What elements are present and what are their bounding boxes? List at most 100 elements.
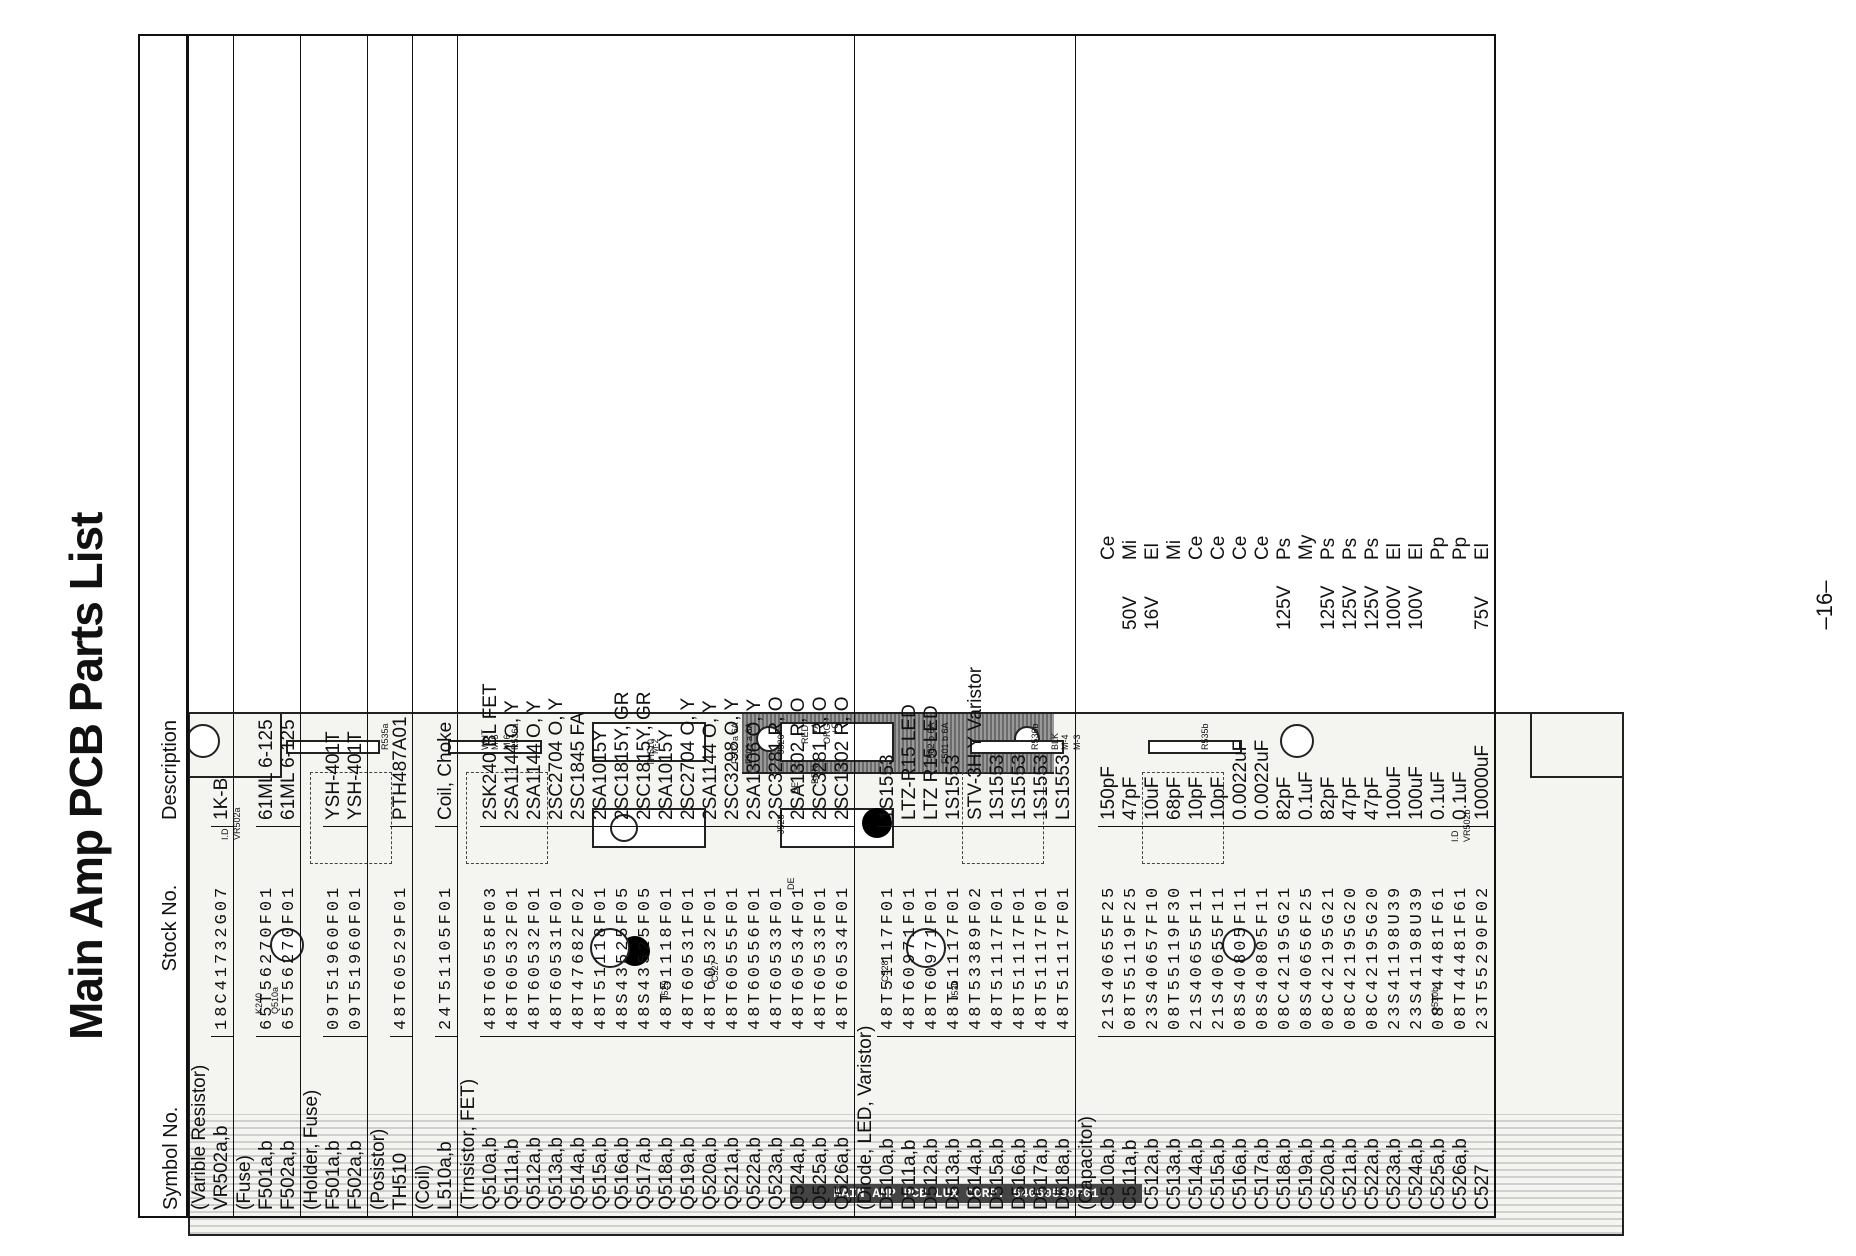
voltage-rating <box>1009 560 1031 630</box>
symbol-cell: C526a,b <box>1450 1036 1472 1216</box>
description-value: 1S1553 <box>943 754 964 820</box>
voltage-rating <box>1230 560 1252 630</box>
stock-cell: 48T60533F01 <box>810 826 832 1036</box>
description-value: 47pF <box>1362 776 1383 820</box>
component-type <box>1031 520 1053 560</box>
group-label: (Fuse) <box>234 1155 255 1210</box>
voltage-rating <box>1164 560 1186 630</box>
group-header-row: (Varible Resistor) <box>188 36 211 1216</box>
symbol-cell: D512a,b <box>921 1036 943 1216</box>
description-value: 68pF <box>1164 776 1185 820</box>
stock-cell: 48T60971F01 <box>921 826 943 1036</box>
stock-cell: 65T56270F01 <box>278 826 300 1036</box>
stock-cell: 48T53389F02 <box>965 826 987 1036</box>
description-value: 2SA1144 O, Y <box>700 700 721 820</box>
stock-cell: 48T47682F02 <box>568 826 590 1036</box>
component-type <box>211 520 233 560</box>
heat-sink-outline <box>962 772 1044 864</box>
description-cell: 1S1553 <box>1009 36 1031 826</box>
description-cell: LTZ R15 LED <box>921 36 943 826</box>
voltage-rating <box>1296 560 1318 630</box>
symbol-cell: D510a,b <box>877 1036 899 1216</box>
stock-cell: 08S40805F11 <box>1230 826 1252 1036</box>
symbol-cell: D511a,b <box>899 1036 921 1216</box>
symbol-cell: C521a,b <box>1340 1036 1362 1216</box>
description-cell: 2SC3298 O, Y <box>722 36 744 826</box>
stock-cell: 08C42195G21 <box>1274 826 1296 1036</box>
stock-cell: 23S40657F10 <box>1142 826 1164 1036</box>
stock-cell: 48T60533F01 <box>766 826 788 1036</box>
group-header-row: (Posistor) <box>367 36 390 1216</box>
stock-cell: 24T51105F01 <box>435 826 457 1036</box>
voltage-rating <box>211 560 233 630</box>
group-header-row: (Holder, Fuse) <box>300 36 323 1216</box>
pcb-silkscreen: MAIN AMP PCB LUX CORP. 64060530F01 <box>790 1184 1142 1203</box>
voltage-rating: 50V <box>1120 596 1141 630</box>
voltage-rating <box>278 560 300 630</box>
voltage-rating <box>524 560 546 630</box>
symbol-cell: Q514a,b <box>568 1036 590 1216</box>
description-value: LTZ R15 LED <box>921 705 942 820</box>
page-title: Main Amp PCB Parts List <box>60 512 112 1040</box>
component-type <box>943 520 965 560</box>
symbol-cell: Q510a,b <box>480 1036 502 1216</box>
resistor-bar <box>448 740 542 754</box>
voltage-rating: 125V <box>1362 585 1383 630</box>
description-value: 2SA1015Y <box>656 729 677 820</box>
symbol-cell: C518a,b <box>1274 1036 1296 1216</box>
resistor-bar <box>286 740 380 754</box>
component-type <box>480 520 502 560</box>
heat-sink-outline <box>310 772 392 864</box>
group-label: (Capacitor) <box>1076 1116 1097 1210</box>
description-value: 2SC1302 R, O <box>832 696 853 820</box>
description-cell: 2SA1015Y <box>590 36 612 826</box>
voltage-rating: 100V <box>1384 585 1405 630</box>
component-type <box>788 520 810 560</box>
description-cell: 0.1uF My <box>1296 36 1318 826</box>
voltage-rating <box>256 560 278 630</box>
component-type: El <box>1406 543 1427 560</box>
group-header-row: (Capacitor) <box>1075 36 1098 1216</box>
stock-cell: 48T51118F01 <box>590 826 612 1036</box>
description-value: 1S1553 <box>987 754 1008 820</box>
component-type <box>987 520 1009 560</box>
component-type <box>678 520 700 560</box>
voltage-rating <box>722 560 744 630</box>
component-type <box>390 520 412 560</box>
description-value: 2SA1015Y <box>590 729 611 820</box>
stock-cell: 08C42195G20 <box>1362 826 1384 1036</box>
stock-cell: 23S41198U39 <box>1384 826 1406 1036</box>
symbol-cell: D514a,b <box>965 1036 987 1216</box>
component-type: My <box>1296 534 1317 560</box>
pcb-layout-diagram: MAIN AMP PCB LUX CORP. 64060530F01 I.D V… <box>188 712 1624 1236</box>
description-cell: 2SA1015Y <box>656 36 678 826</box>
symbol-cell: C522a,b <box>1362 1036 1384 1216</box>
voltage-rating <box>568 560 590 630</box>
description-cell: 2SC1302 R, O <box>832 36 854 826</box>
symbol-cell: Q515a,b <box>590 1036 612 1216</box>
component-type <box>700 520 722 560</box>
stock-cell: 48T51117F01 <box>1053 826 1075 1036</box>
component-type <box>766 520 788 560</box>
description-value: 1S1553 <box>877 754 898 820</box>
voltage-rating <box>634 560 656 630</box>
description-value: 0.1uF <box>1296 771 1317 820</box>
component-type: Ps <box>1362 537 1383 560</box>
stock-cell: 08S40656F25 <box>1296 826 1318 1036</box>
symbol-cell: Q525a,b <box>810 1036 832 1216</box>
